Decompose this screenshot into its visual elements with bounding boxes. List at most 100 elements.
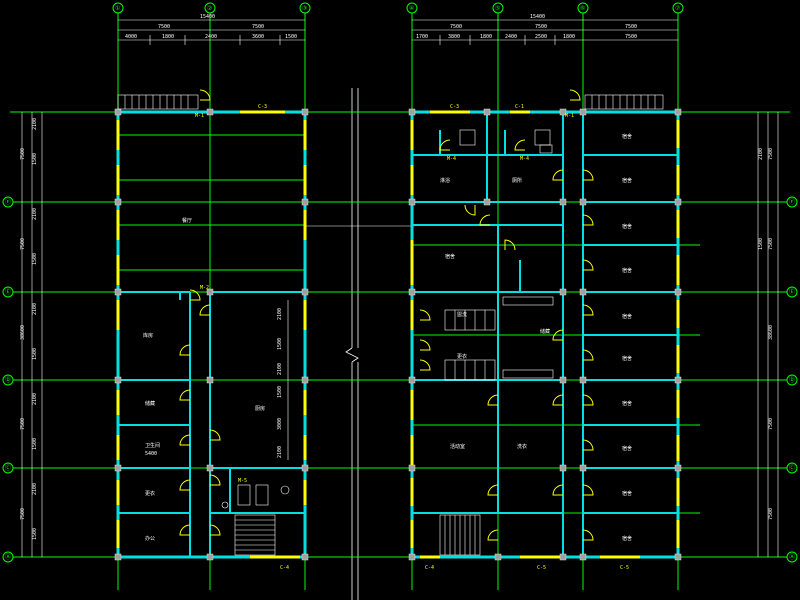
room-label-kitchen: 厨房 [255, 405, 265, 412]
room-label-dorm: 宿舍 [622, 267, 632, 274]
kitchen-dim: 2100 [277, 363, 283, 375]
dim-text: 1500 [32, 253, 38, 265]
room-label-office: 办公 [145, 535, 155, 542]
dim-text: 7500 [768, 508, 774, 520]
dim-text: 1500 [758, 238, 764, 250]
kitchen-dim: 3000 [277, 418, 283, 430]
axis-label: ④ [409, 5, 414, 12]
dim-text: 7500 [20, 238, 26, 250]
axis-label: ① [115, 5, 120, 12]
dim-text: 2500 [535, 34, 547, 40]
room-label-activity: 活动室 [450, 443, 465, 450]
dim-text: 7500 [252, 24, 264, 30]
room-label-wash: 盥洗 [457, 311, 467, 318]
right-building: 淋浴 厕所 宿舍 宿舍 宿舍 宿舍 宿舍 宿舍 宿舍 宿舍 宿舍 宿舍 宿舍 活… [408, 89, 682, 571]
dim-text: 1500 [32, 528, 38, 540]
door-tag: M-5 [238, 478, 247, 484]
dim-text: 1700 [416, 34, 428, 40]
window-tag: C-4 [425, 565, 434, 571]
kitchen-dim: 1500 [277, 386, 283, 398]
kitchen-dim: 1500 [277, 338, 283, 350]
room-label-shower: 淋浴 [440, 177, 450, 184]
dim-text: 7500 [768, 148, 774, 160]
room-label-dorm: 宿舍 [622, 490, 632, 497]
room-label-toilet: 厕所 [512, 177, 522, 184]
room-label-dorm: 宿舍 [622, 535, 632, 542]
dim-text: 2100 [32, 483, 38, 495]
side-axis-label: Ⓐ [789, 553, 795, 561]
dim-text: 3800 [448, 34, 460, 40]
window-tag: C-3 [450, 104, 459, 110]
side-axis-label: Ⓕ [789, 198, 795, 206]
window-tag: C-5 [537, 565, 546, 571]
room-label-wc: 卫生间 [145, 442, 160, 449]
axis-label: ⑦ [675, 5, 680, 12]
room-label-dorm: 宿舍 [622, 177, 632, 184]
door-tag: M-1 [565, 113, 574, 119]
room-label-dorm: 宿舍 [622, 133, 632, 140]
door-tag: M-4 [520, 156, 529, 162]
axis-label: ⑥ [580, 5, 585, 12]
room-label-dorm: 宿舍 [622, 223, 632, 230]
axis-label: ⑤ [495, 5, 500, 12]
dim-text: 1800 [480, 34, 492, 40]
side-axis-label: Ⓒ [789, 464, 795, 472]
dim-text: 38600 [768, 325, 774, 340]
door-tag: M-4 [447, 156, 456, 162]
window-tag: C-3 [258, 104, 267, 110]
room-label-store: 储藏 [145, 400, 155, 407]
side-axis-label: Ⓕ [5, 198, 11, 206]
dim-text: 1500 [285, 34, 297, 40]
room-label-store: 储藏 [540, 328, 550, 335]
room-label-dorm: 宿舍 [622, 400, 632, 407]
dim-text: 2400 [205, 34, 217, 40]
side-axis-bubbles: Ⓕ Ⓔ Ⓓ Ⓒ Ⓐ Ⓕ Ⓔ Ⓓ Ⓒ Ⓐ [2, 196, 798, 563]
dim-text: 7500 [535, 24, 547, 30]
room-label-dining: 餐厅 [182, 217, 192, 224]
room-label-change: 更衣 [145, 490, 155, 497]
dim-text: 2100 [32, 303, 38, 315]
dim-text: 7500 [20, 508, 26, 520]
side-axis-label: Ⓔ [5, 288, 11, 296]
axis-label: ③ [302, 5, 307, 12]
dim-text: 7500 [20, 418, 26, 430]
dim-text: 7500 [625, 24, 637, 30]
dim-text: 15400 [530, 14, 545, 20]
dim-text: 7500 [450, 24, 462, 30]
window-tag: C-1 [515, 104, 524, 110]
room-label-change: 更衣 [457, 353, 467, 360]
side-axis-label: Ⓓ [5, 376, 11, 384]
side-axis-label: Ⓒ [5, 464, 11, 472]
side-axis-label: Ⓔ [789, 288, 795, 296]
dim-text: 2100 [32, 208, 38, 220]
kitchen-dim: 2100 [277, 446, 283, 458]
dim-text: 15400 [200, 14, 215, 20]
room-dim-small: 5400 [145, 451, 157, 457]
dim-text: 7500 [20, 148, 26, 160]
dim-text: 1500 [32, 348, 38, 360]
dim-text: 38600 [20, 325, 26, 340]
dim-text: 2100 [32, 393, 38, 405]
dim-text: 7500 [768, 238, 774, 250]
room-label-dorm: 宿舍 [622, 445, 632, 452]
dim-text: 2100 [758, 148, 764, 160]
dim-text: 1800 [162, 34, 174, 40]
dim-text: 1800 [563, 34, 575, 40]
axis-label: ② [207, 5, 212, 12]
side-axis-label: Ⓐ [5, 553, 11, 561]
dim-text: 7500 [625, 34, 637, 40]
side-axis-label: Ⓓ [789, 376, 795, 384]
dim-text: 1500 [32, 153, 38, 165]
dim-text: 7500 [158, 24, 170, 30]
room-label-dorm: 宿舍 [622, 355, 632, 362]
top-axis-bubbles: ① ② ③ ④ ⑤ ⑥ ⑦ [112, 2, 684, 14]
door-tag: M-2 [200, 285, 209, 291]
top-dimensions: 15400 7500 7500 4000 1800 2400 3600 1500… [118, 14, 678, 45]
window-tag: C-4 [280, 565, 289, 571]
room-label-dorm: 宿舍 [445, 253, 455, 260]
dim-text: 3600 [252, 34, 264, 40]
dim-text: 7500 [768, 418, 774, 430]
dim-text: 4000 [125, 34, 137, 40]
side-dimensions: 7500 7500 38600 7500 7500 2100 1500 2100… [20, 112, 779, 557]
